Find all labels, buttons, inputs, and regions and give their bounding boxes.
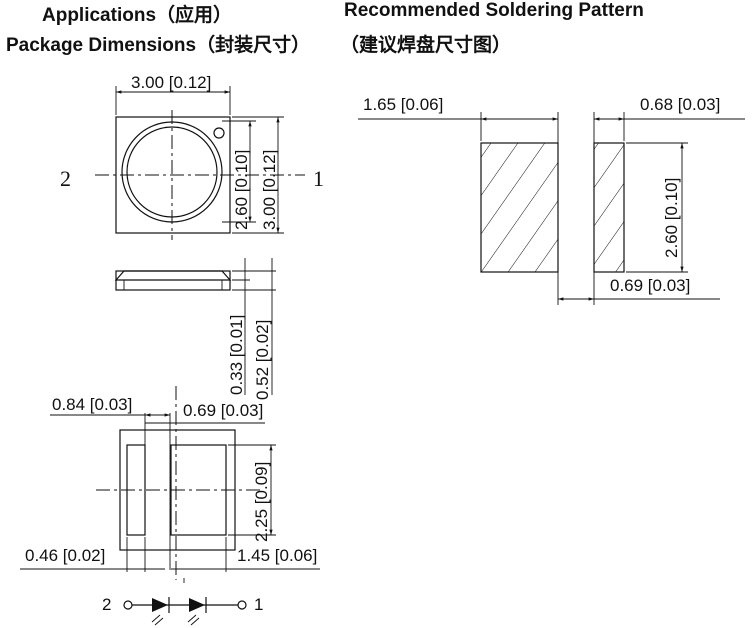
pin-1-label: 1 <box>313 166 324 191</box>
lens-height-label: 2.60 [0.10] <box>232 150 251 230</box>
dim-c-label: 0.46 [0.02] <box>25 546 105 565</box>
circuit-symbol: 2 1 <box>102 595 263 626</box>
dim-b-label: 0.69 [0.03] <box>183 401 263 420</box>
top-height-label: 3.00 [0.12] <box>260 150 279 230</box>
top-view: 3.00 [0.12] 2.60 [0.10] 3.00 [0.12] 2 1 <box>60 73 324 240</box>
pin-2-label: 2 <box>60 166 71 191</box>
bottom-view: 0.84 [0.03] 0.69 [0.03] 2.25 [0.09] 0.46… <box>20 386 320 583</box>
pad-large-width-label: 1.65 [0.06] <box>363 95 443 114</box>
pad-small-width-label: 0.68 [0.03] <box>640 95 720 114</box>
solder-pad-large <box>480 142 559 273</box>
soldering-pattern-heading: Recommended Soldering Pattern <box>344 0 644 21</box>
pad-gap-label: 0.69 [0.03] <box>610 276 690 295</box>
lens-thickness-label: 0.33 [0.01] <box>227 315 246 395</box>
applications-heading: Applications（应用） <box>42 5 233 26</box>
side-view: 0.33 [0.01] 0.52 [0.02] <box>114 258 276 400</box>
circuit-pin-2-label: 2 <box>102 595 111 614</box>
dim-a-label: 0.84 [0.03] <box>52 395 132 414</box>
total-thickness-label: 0.52 [0.02] <box>253 320 272 400</box>
dim-d-label: 1.45 [0.06] <box>237 546 317 565</box>
led-diode-icon <box>189 598 205 612</box>
top-width-label: 3.00 [0.12] <box>131 73 211 92</box>
pad-height-label: 2.25 [0.09] <box>252 462 271 542</box>
circuit-pin-1-label: 1 <box>254 595 263 614</box>
led-diode-icon <box>152 598 168 612</box>
polarity-mark <box>213 127 225 139</box>
soldering-pattern: 1.65 [0.06] 0.68 [0.03] 2.60 [0.10] 0.69… <box>358 95 745 305</box>
soldering-pattern-cn-heading: （建议焊盘尺寸图） <box>340 35 512 56</box>
package-dimensions-heading: Package Dimensions（封装尺寸） <box>6 35 311 56</box>
pad-height-label: 2.60 [0.10] <box>662 178 681 258</box>
solder-pad-small <box>593 142 625 273</box>
